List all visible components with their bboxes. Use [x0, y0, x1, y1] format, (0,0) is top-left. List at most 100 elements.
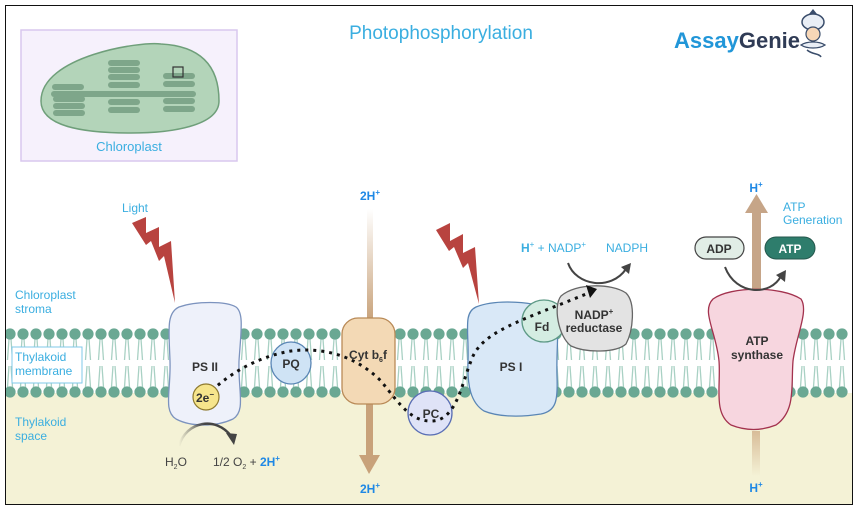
- lipid-head: [654, 386, 666, 398]
- lipid-head: [316, 386, 328, 398]
- lipid-tail: [656, 338, 660, 361]
- pq-label: PQ: [282, 357, 299, 371]
- cyt-proton-channel-down: [366, 401, 373, 456]
- lipid-head: [693, 328, 705, 340]
- lipid-head: [836, 328, 848, 340]
- lipid-tail: [149, 365, 153, 388]
- lipid-head: [433, 328, 445, 340]
- lipid-tail: [257, 365, 261, 388]
- lipid-head: [17, 386, 29, 398]
- lipid-tail: [608, 365, 612, 388]
- plastoquinone: [270, 341, 312, 385]
- lipid-tail: [699, 338, 703, 361]
- lipid-tail: [136, 338, 140, 361]
- lipid-tail: [695, 338, 699, 361]
- plastocyanin: [407, 390, 453, 436]
- lipid-head: [69, 386, 81, 398]
- lipid-tail: [595, 365, 599, 388]
- lipid-head: [108, 386, 120, 398]
- lipid-tail: [465, 338, 469, 361]
- lipid-tail: [409, 365, 413, 388]
- lipid-tail: [838, 365, 842, 388]
- svg-text:AssayGenie: AssayGenie: [674, 28, 800, 53]
- lipid-tail: [6, 365, 10, 388]
- synthase-proton-channel-up: [752, 211, 761, 301]
- lipid-tail: [396, 365, 400, 388]
- lipid-tail: [413, 365, 417, 388]
- lipid-tail: [127, 338, 131, 361]
- page-title: Photophosphorylation: [349, 23, 533, 44]
- lipid-tail: [578, 365, 582, 388]
- lipid-tail: [617, 365, 621, 388]
- lipid-tail: [140, 365, 144, 388]
- lipid-head: [30, 328, 42, 340]
- lipid-tail: [110, 365, 114, 388]
- lipid-tail: [669, 338, 673, 361]
- lipid-tail: [621, 365, 625, 388]
- genie-mascot-icon: [799, 9, 827, 58]
- ps2-label: PS II: [192, 360, 218, 374]
- lipid-tail: [829, 338, 833, 361]
- electron-pair: [192, 383, 220, 411]
- lipid-tail: [409, 338, 413, 361]
- lipid-tail: [461, 365, 465, 388]
- synthase-proton-arrow-up-icon: [745, 194, 768, 213]
- lipid-tail: [123, 365, 127, 388]
- lipid-tail: [708, 365, 712, 388]
- lipid-head: [797, 386, 809, 398]
- lipid-head: [407, 386, 419, 398]
- lipid-tail: [396, 338, 400, 361]
- lipid-head: [277, 328, 289, 340]
- lipid-tail: [97, 365, 101, 388]
- lipid-tail: [318, 365, 322, 388]
- lipid-head: [69, 328, 81, 340]
- lipid-head: [82, 328, 94, 340]
- lipid-tail: [426, 365, 430, 388]
- lipid-tail: [660, 338, 664, 361]
- lipid-tail: [101, 338, 105, 361]
- lipid-tail: [803, 338, 807, 361]
- lipid-tail: [153, 365, 157, 388]
- lipid-tail: [153, 338, 157, 361]
- lipid-head: [56, 328, 68, 340]
- lipid-tail: [656, 365, 660, 388]
- lipid-head: [43, 328, 55, 340]
- lipid-head: [654, 328, 666, 340]
- lipid-head: [706, 386, 718, 398]
- atp-badge: [764, 236, 816, 260]
- lipid-head: [147, 386, 159, 398]
- oxygen-protons-label: 1/2 O2 + 2H+: [213, 454, 280, 471]
- lipid-head: [303, 386, 315, 398]
- lipid-head: [264, 328, 276, 340]
- lipid-tail: [630, 365, 634, 388]
- lipid-head: [121, 328, 133, 340]
- cyt-proton-arrow-down-icon: [359, 455, 380, 474]
- cytochrome-b6f: [341, 317, 396, 405]
- lipid-tail: [812, 365, 816, 388]
- lipid-tail: [699, 365, 703, 388]
- lipid-tail: [660, 365, 664, 388]
- lipid-tail: [322, 365, 326, 388]
- lipid-head: [680, 328, 692, 340]
- lipid-head: [264, 386, 276, 398]
- diagram-frame: Chloroplast Photophosphorylation AssayGe…: [5, 5, 853, 505]
- lipid-tail: [110, 338, 114, 361]
- lipid-tail: [6, 338, 10, 361]
- lipid-tail: [253, 365, 257, 388]
- lipid-tail: [123, 338, 127, 361]
- lipid-head: [134, 328, 146, 340]
- lipid-tail: [422, 338, 426, 361]
- synthase-top-proton: H+: [749, 180, 763, 195]
- lipid-head: [303, 328, 315, 340]
- lipid-tail: [686, 365, 690, 388]
- nadp-reactant-label: H+ + NADP+: [521, 240, 586, 255]
- lipid-tail: [643, 338, 647, 361]
- lipid-head: [823, 328, 835, 340]
- lipid-tail: [335, 338, 339, 361]
- lipid-head: [43, 386, 55, 398]
- synthase-proton-channel-down: [752, 431, 760, 476]
- lipid-tail: [127, 365, 131, 388]
- lipid-tail: [309, 338, 313, 361]
- lipid-head: [615, 386, 627, 398]
